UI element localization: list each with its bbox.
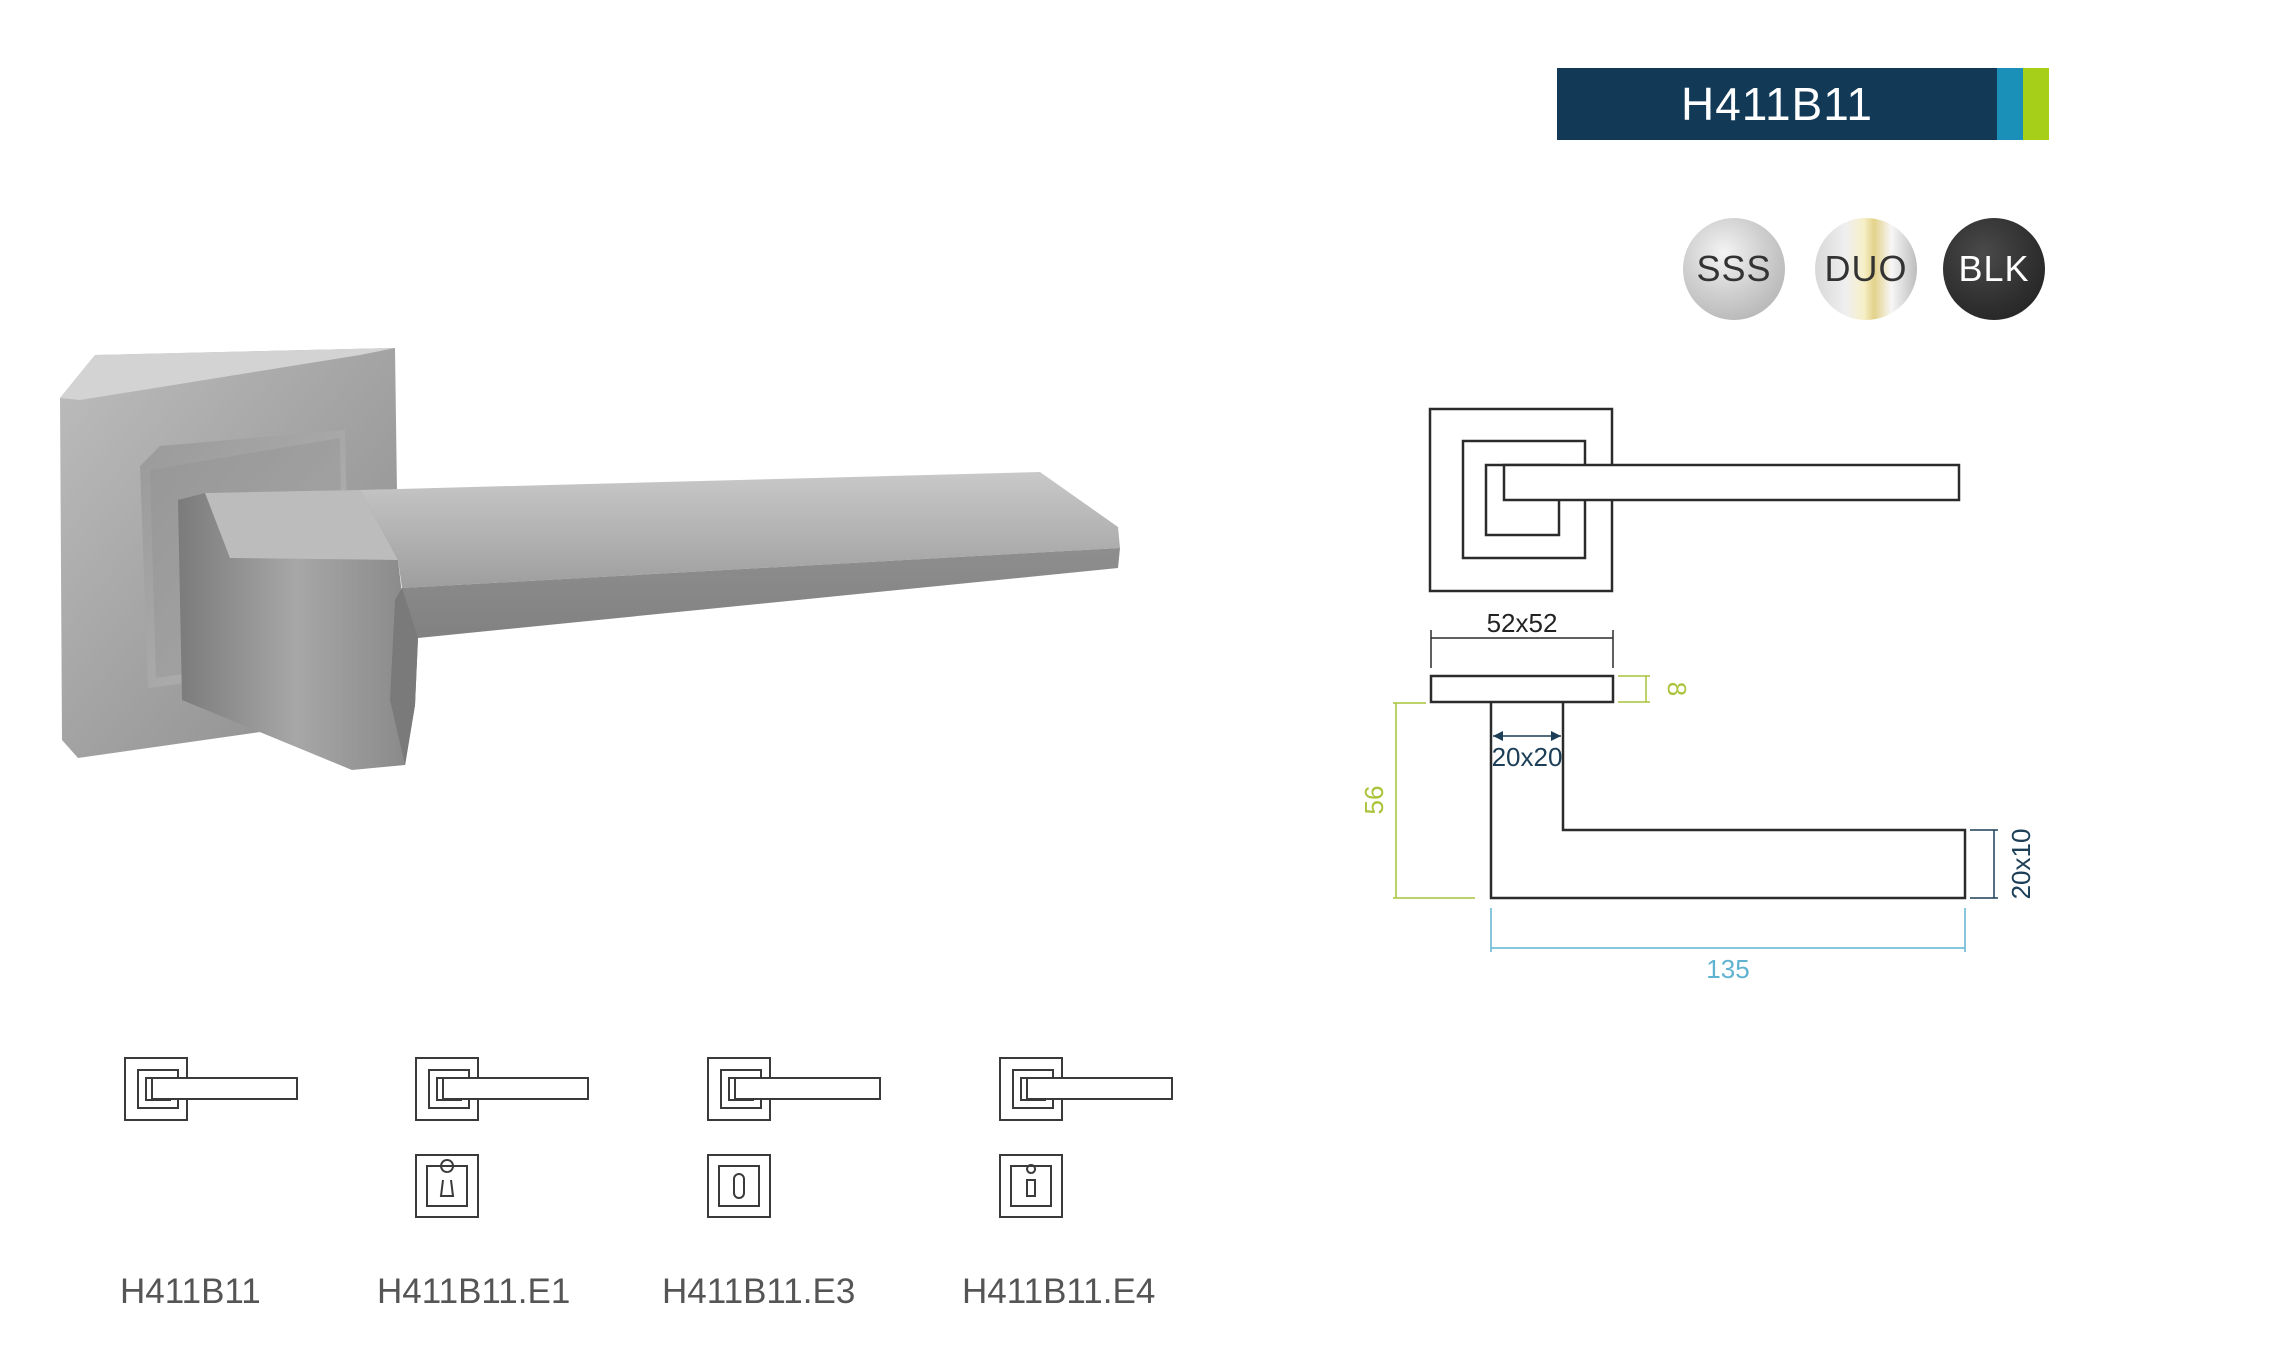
- finish-label: SSS: [1696, 248, 1772, 289]
- variant-thumbnail-h411b11: [124, 1057, 298, 1121]
- accent-stripe-blue: [1997, 68, 2023, 140]
- dim-height: 56: [1359, 786, 1389, 815]
- title-banner: [1557, 68, 1997, 140]
- top-view-drawing: [1428, 407, 1961, 593]
- finish-label: DUO: [1824, 248, 1908, 289]
- accent-stripe-green: [2023, 68, 2049, 140]
- door-lever-handle-photo: [60, 348, 1120, 770]
- dim-rose-size: 52x52: [1487, 608, 1558, 638]
- product-code-title: H411B11: [1681, 78, 1873, 130]
- dim-spindle: 20x20: [1492, 742, 1563, 772]
- bathroom-slot-icon: [707, 1154, 771, 1218]
- variant-code-h411b11: H411B11: [120, 1272, 261, 1311]
- variant-thumbnail-h411b11-e1: [415, 1057, 589, 1218]
- finish-swatch-sss: SSS: [1683, 218, 1785, 320]
- keyhole-icon: [999, 1154, 1063, 1218]
- variant-code-h411b11-e1: H411B11.E1: [377, 1272, 571, 1311]
- finish-label: BLK: [1958, 248, 2030, 289]
- euro-profile-icon: [415, 1154, 479, 1218]
- dim-lever-section: 20x10: [2006, 829, 2036, 900]
- dim-rose-thickness: 8: [1662, 682, 1692, 696]
- finish-swatch-duo: DUO: [1815, 218, 1917, 320]
- variant-thumbnail-h411b11-e3: [707, 1057, 881, 1218]
- variant-thumbnail-h411b11-e4: [999, 1057, 1173, 1218]
- finish-swatch-blk: BLK: [1943, 218, 2045, 320]
- side-view-drawing: 52x52 8 20x20 56 20x10 135: [1359, 608, 2036, 984]
- variant-code-h411b11-e3: H411B11.E3: [662, 1272, 856, 1311]
- dim-length: 135: [1706, 954, 1749, 984]
- variant-code-h411b11-e4: H411B11.E4: [962, 1272, 1156, 1311]
